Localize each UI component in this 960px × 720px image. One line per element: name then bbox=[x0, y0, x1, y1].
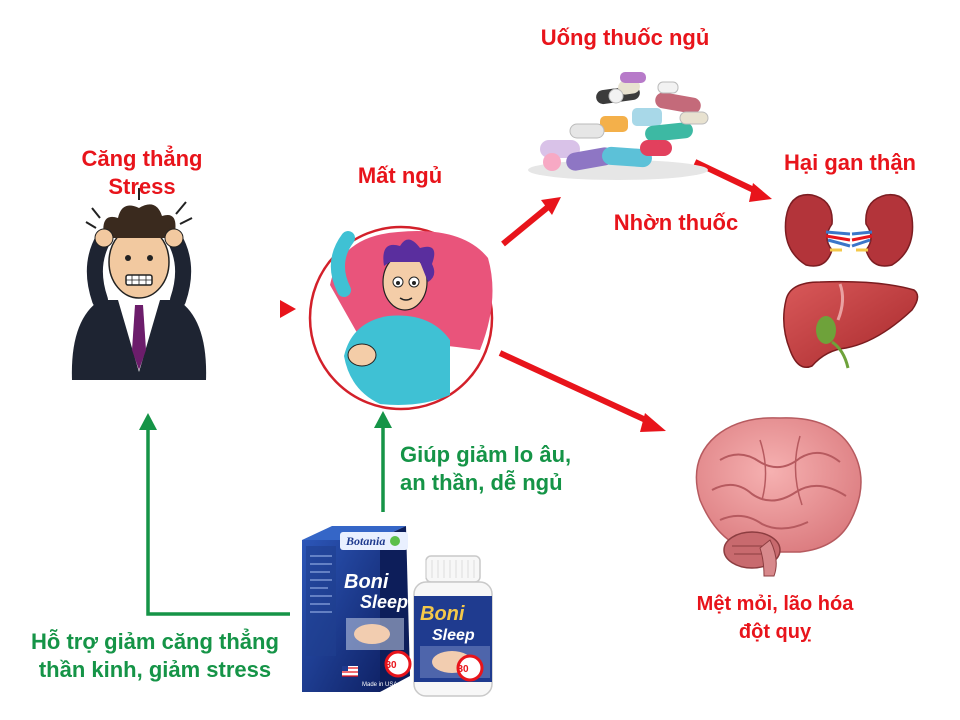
bottle-capsule-count: 30 bbox=[457, 664, 469, 675]
benefit-sleep-line2: an thần, dễ ngủ bbox=[400, 470, 563, 495]
product-bottle-icon bbox=[413, 555, 493, 697]
fatigue-label-line1: Mệt mỏi, lão hóa bbox=[696, 593, 854, 615]
arrow-stress-to-insomnia bbox=[218, 300, 296, 318]
arrow-insomnia-to-pills bbox=[501, 197, 561, 247]
stress-label: Căng thẳng Stress bbox=[62, 145, 222, 201]
benefit-sleep-label: Giúp giảm lo âu, an thần, dễ ngủ bbox=[400, 441, 620, 497]
benefit-sleep-line1: Giúp giảm lo âu, bbox=[400, 442, 572, 467]
benefit-stress-label: Hỗ trợ giảm căng thẳng thần kinh, giảm s… bbox=[10, 628, 300, 684]
stressed-man-icon bbox=[71, 188, 207, 380]
box-product-name-text: Sleep bbox=[360, 592, 408, 612]
liver-icon bbox=[783, 280, 919, 369]
organ-damage-label: Hại gan thận bbox=[783, 150, 916, 175]
fatigue-label: Mệt mỏi, lão hóa đột quỵ bbox=[670, 590, 880, 646]
svg-text:Botania: Botania bbox=[345, 534, 385, 548]
bottle-brand-text: Boni bbox=[420, 603, 465, 625]
box-origin-text: Made in USA bbox=[362, 682, 397, 688]
brain-icon bbox=[695, 417, 862, 577]
insomnia-label: Mất ngủ bbox=[357, 163, 443, 188]
stress-label-line1: Căng thẳng bbox=[81, 146, 203, 171]
arrow-insomnia-to-brain bbox=[498, 350, 666, 432]
benefit-stress-line1: Hỗ trợ giảm căng thẳng bbox=[31, 629, 279, 654]
sleeping-pills-label: Uống thuốc ngủ bbox=[540, 25, 710, 50]
box-brand-text: Boni bbox=[344, 571, 389, 593]
product-box-icon: Botania bbox=[302, 526, 412, 692]
stress-label-line2: Stress bbox=[108, 174, 176, 199]
benefit-stress-line2: thần kinh, giảm stress bbox=[38, 657, 272, 682]
box-capsule-count: 30 bbox=[385, 660, 397, 671]
pills-icon bbox=[528, 72, 709, 180]
arrow-product-to-insomnia bbox=[374, 411, 392, 512]
fatigue-label-line2: đột quỵ bbox=[738, 621, 812, 643]
arrow-pills-to-organs bbox=[693, 159, 772, 202]
arrow-product-to-stress bbox=[139, 413, 290, 616]
drug-tolerance-label: Nhờn thuốc bbox=[613, 210, 739, 235]
kidneys-icon bbox=[784, 193, 914, 267]
bottle-product-name-text: Sleep bbox=[432, 627, 475, 644]
insomnia-icon bbox=[308, 225, 494, 411]
